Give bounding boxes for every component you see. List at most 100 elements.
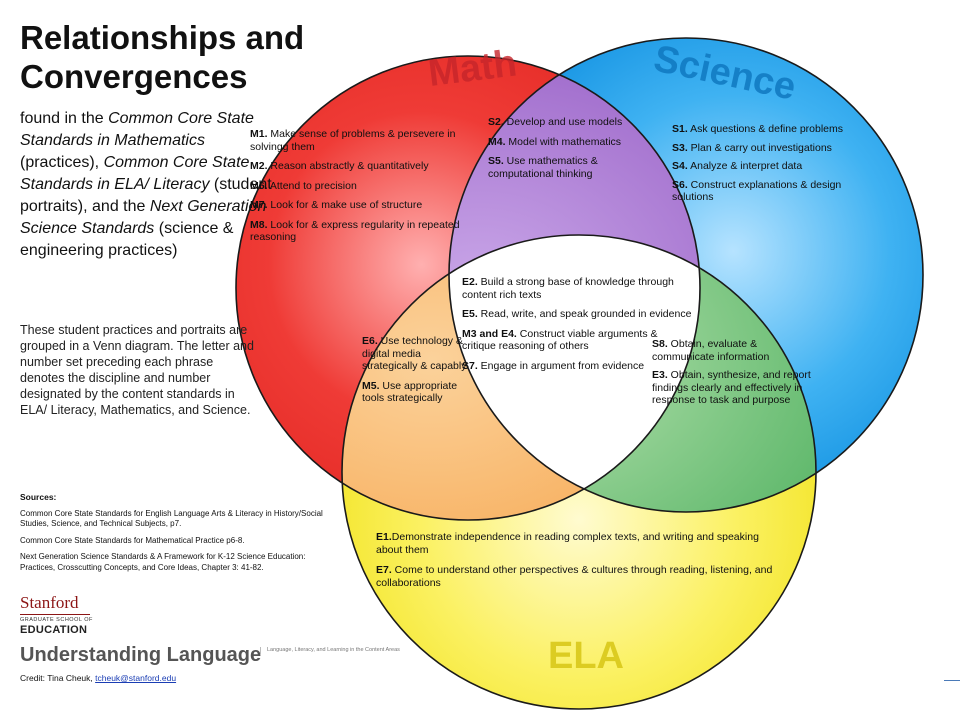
item-code: S1. [672, 123, 688, 135]
item-code: S7. [462, 359, 478, 372]
intro-segment: (student portraits), and the [20, 176, 272, 215]
ela-region-text: E1.Demonstrate independence in reading c… [376, 531, 788, 589]
item-text: Construct viable arguments & critique re… [462, 327, 658, 353]
item-text: Model with mathematics [505, 135, 622, 148]
intro-segment: Next Generation Science Standards [20, 198, 267, 237]
item-code: E7. [376, 564, 392, 576]
source-item: Common Core State Standards for English … [20, 508, 323, 529]
ela-item: E1.Demonstrate independence in reading c… [376, 531, 788, 556]
item-text: Develop and use models [503, 116, 623, 128]
description-text: These student practices and portraits ar… [20, 323, 254, 417]
item-code: E2. [462, 276, 478, 288]
math-science-item: S2. Develop and use models [488, 116, 656, 129]
item-code: M3 and E4. [462, 327, 517, 340]
stanford-rule [20, 614, 90, 615]
item-text: Demonstrate independence in reading comp… [376, 531, 759, 556]
science-item: S3. Plan & carry out investigations [672, 142, 872, 155]
item-text: Make sense of problems & persevere in so… [250, 128, 456, 153]
item-text: Use appropriate tools strategically [362, 379, 458, 405]
item-code: M4. [488, 135, 506, 148]
stanford-logo: Stanford GRADUATE SCHOOL OF EDUCATION [20, 594, 110, 636]
science-item: S6. Construct explanations & design solu… [672, 179, 872, 204]
item-code: E5. [462, 308, 478, 320]
science-ela-region-text: S8. Obtain, evaluate & communicate infor… [652, 338, 812, 407]
item-text: Reason abstractly & quantitatively [267, 160, 429, 172]
item-code: S2. [488, 116, 504, 128]
item-code: M5. [362, 379, 380, 392]
math-ela-item: E6. Use technology & digital media strat… [362, 335, 470, 373]
item-code: E1. [376, 531, 392, 543]
stanford-line3: EDUCATION [20, 624, 88, 636]
ela-circle-label: ELA [548, 635, 624, 677]
math-science-item: S5. Use mathematics & computational thin… [488, 155, 656, 180]
source-item: Next Generation Science Standards & A Fr… [20, 552, 306, 572]
math-ela-region-text: E6. Use technology & digital media strat… [362, 335, 470, 405]
math-ela-item: M5. Use appropriate tools strategically [362, 380, 470, 405]
math-item: M8. Look for & express regularity in rep… [250, 219, 482, 244]
sources-heading: Sources: [20, 492, 57, 502]
center-item: S7. Engage in argument from evidence [462, 360, 694, 373]
intro-segment: Common Core State Standards in ELA/ Lite… [20, 154, 250, 193]
item-code: M6. [250, 179, 268, 192]
math-item: M2. Reason abstractly & quantitatively [250, 160, 482, 173]
ela-item: E7. Come to understand other perspective… [376, 564, 788, 589]
science-item: S1. Ask questions & define problems [672, 123, 872, 136]
item-text: Engage in argument from evidence [477, 359, 645, 372]
stanford-name: Stanford [20, 593, 79, 612]
center-region-text: E2. Build a strong base of knowledge thr… [462, 276, 694, 372]
understanding-language-logo: Understanding Language Language, Literac… [20, 644, 400, 667]
math-region-text: M1. Make sense of problems & persevere i… [250, 128, 482, 244]
math-item: M6. Attend to precision [250, 180, 482, 193]
title-line-1: Relationships and [20, 19, 305, 56]
item-text: Use mathematics & computational thinking [488, 155, 598, 180]
stanford-line2: GRADUATE SCHOOL OF [20, 617, 93, 623]
item-code: S3. [672, 141, 688, 154]
sources-block: Sources: Common Core State Standards for… [20, 492, 340, 579]
math-item: M1. Make sense of problems & persevere i… [250, 128, 482, 153]
item-text: Read, write, and speak grounded in evide… [477, 308, 692, 320]
item-code: S5. [488, 155, 504, 167]
center-item: E2. Build a strong base of knowledge thr… [462, 276, 694, 301]
item-code: M7. [250, 199, 268, 211]
title-line-2: Convergences [20, 58, 248, 95]
item-code: S6. [672, 178, 688, 191]
credit-prefix: Credit: Tina Cheuk, [20, 673, 96, 683]
center-item: M3 and E4. Construct viable arguments & … [462, 328, 694, 353]
item-text: Ask questions & define problems [687, 123, 844, 135]
item-text: Look for & express regularity in repeate… [250, 218, 460, 244]
ul-tagline: Language, Literacy, and Learning in the … [260, 647, 407, 654]
credit-email-link[interactable]: tcheuk@stanford.edu [95, 673, 177, 683]
corner-rule [944, 680, 960, 681]
math-circle-outline [235, 55, 701, 521]
item-text: Obtain, evaluate & communicate informati… [652, 338, 770, 363]
item-text: Come to understand other perspectives & … [376, 564, 773, 589]
intro-text: found in the Common Core State Standards… [20, 108, 280, 262]
intro-segment: (practices), [20, 154, 104, 171]
item-text: Construct explanations & design solution… [672, 178, 842, 204]
item-text: Obtain, synthesize, and report findings … [652, 369, 811, 406]
item-code: M8. [250, 218, 268, 231]
item-code: E6. [362, 335, 378, 347]
intro-segment: (science & engineering practices) [20, 220, 234, 259]
intro-segment: found in the [20, 110, 109, 127]
ul-name: Understanding Language [20, 644, 262, 666]
science-ela-item: S8. Obtain, evaluate & communicate infor… [652, 338, 812, 363]
item-text: Plan & carry out investigations [687, 141, 832, 154]
item-code: S8. [652, 338, 668, 350]
center-item: E5. Read, write, and speak grounded in e… [462, 308, 694, 321]
science-circle-outline [448, 37, 924, 513]
item-text: Build a strong base of knowledge through… [462, 276, 674, 301]
science-item: S4. Analyze & interpret data [672, 160, 872, 173]
item-text: Use technology & digital media strategic… [362, 335, 467, 372]
item-code: S4. [672, 160, 688, 172]
intro-segment: Common Core State Standards in Mathemati… [20, 110, 254, 149]
item-text: Analyze & interpret data [687, 160, 803, 172]
item-code: M2. [250, 160, 268, 172]
math-item: M7. Look for & make use of structure [250, 199, 482, 212]
ela-circle-outline [341, 234, 817, 710]
math-science-item: M4. Model with mathematics [488, 136, 656, 149]
